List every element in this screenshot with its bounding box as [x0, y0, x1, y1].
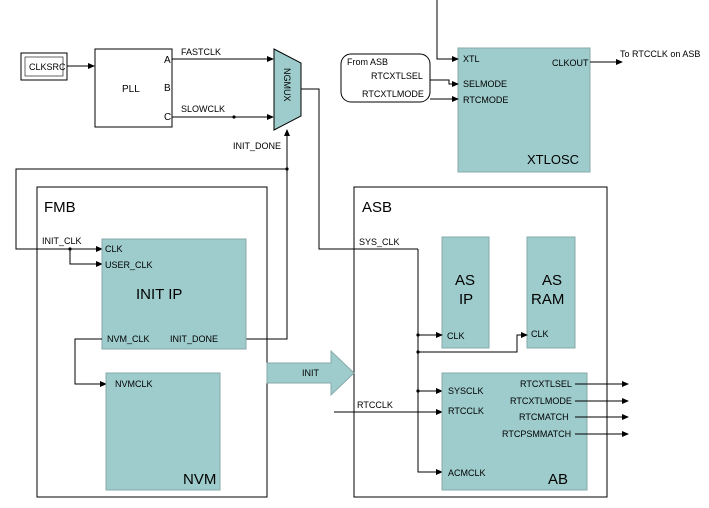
ab-rtcpsmmatch-pin: RTCPSMMATCH [502, 429, 571, 439]
as-ip-clk-pin: CLK [447, 331, 465, 341]
ab-acmclk-pin: ACMCLK [448, 468, 486, 478]
xtlosc-label: XTLOSC [527, 152, 579, 167]
rtcclk-signal-label: RTCCLK [357, 400, 393, 410]
pll-block [94, 48, 173, 128]
xtlosc-selmode-pin: SELMODE [463, 79, 507, 89]
as-ram-clk-pin: CLK [531, 329, 549, 339]
pll-label: PLL [122, 84, 140, 95]
rtcxtlsel-input-label: RTCXTLSEL [371, 71, 423, 81]
init-clk-junction [285, 167, 289, 171]
ab-rtcxtlsel-pin: RTCXTLSEL [520, 379, 572, 389]
as-ram-label-line2: RAM [531, 291, 564, 308]
from-asb-box [340, 53, 431, 103]
nvm-clk-wire [74, 338, 107, 387]
init-ip-init-done-pin: INIT_DONE [170, 334, 218, 344]
init-arrow [266, 349, 355, 397]
sys-clk-junction-1 [416, 333, 420, 337]
to-rtcclk-label: To RTCCLK on ASB [620, 49, 700, 59]
from-asb-label: From ASB [347, 57, 388, 67]
ab-label: AB [548, 471, 568, 488]
as-ram-label-line1: AS [542, 272, 562, 289]
sys-clk-to-as-ram-wire [418, 332, 528, 353]
clksrc-label: CLKSRC [29, 62, 66, 72]
nvm-label: NVM [183, 471, 216, 488]
clksrc-inner [24, 56, 64, 77]
pll-pin-c: C [164, 112, 171, 123]
as-ip-label-line1: AS [455, 272, 475, 289]
mux-output-wire [301, 88, 418, 250]
as-ram-block [526, 236, 576, 349]
ab-rtcmatch-pin: RTCMATCH [519, 412, 569, 422]
ab-rtcxtlmode-pin: RTCXTLMODE [510, 396, 572, 406]
ngmux-label: NGMUX [282, 68, 292, 102]
init-done-wire [246, 129, 290, 340]
init-clk-to-user-clk-wire [69, 249, 103, 267]
init-ip-nvm-clk-pin: NVM_CLK [107, 334, 150, 344]
sys-clk-junction-2 [416, 350, 420, 354]
slowclk-label: SLOWCLK [181, 104, 225, 114]
ngmux-block [273, 48, 302, 131]
init-ip-user-clk-pin: USER_CLK [105, 260, 153, 270]
nvm-block [105, 372, 221, 491]
sys-clk-trunk-wire [417, 249, 443, 475]
fastclk-label: FASTCLK [181, 47, 221, 57]
fmb-label: FMB [44, 199, 76, 216]
init-arrow-label: INIT [302, 368, 320, 378]
ab-rtcclk-pin: RTCCLK [448, 406, 484, 416]
ab-block [441, 372, 588, 491]
xtlosc-rtcmode-pin: RTCMODE [463, 95, 508, 105]
init-clk-loop-wire [15, 168, 287, 250]
rtcxtlmode-input-label: RTCXTLMODE [362, 89, 424, 99]
as-ip-label-line2: IP [459, 291, 473, 308]
pll-pin-a: A [164, 55, 171, 66]
pll-pin-b: B [164, 83, 171, 94]
slowclk-junction [232, 115, 236, 119]
nvm-nvmclk-pin: NVMCLK [115, 379, 153, 389]
xtl-input-wire [436, 0, 459, 62]
sys-clk-junction-3 [416, 389, 420, 393]
xtlosc-clkout-pin: CLKOUT [552, 58, 589, 68]
init-ip-block [101, 238, 247, 350]
asb-label: ASB [362, 199, 392, 216]
ab-sysclk-pin: SYSCLK [448, 386, 484, 396]
init-ip-label: INIT IP [136, 286, 182, 303]
init-clk-label: INIT_CLK [42, 236, 82, 246]
init-ip-clk-pin: CLK [105, 244, 123, 254]
xtlosc-block [457, 47, 591, 173]
init-done-signal-label: INIT_DONE [233, 141, 281, 151]
sys-clk-label: SYS_CLK [359, 237, 400, 247]
xtlosc-xtl-pin: XTL [463, 54, 480, 64]
as-ip-block [441, 236, 490, 349]
rtcxtlsel-input-wire [430, 79, 459, 87]
